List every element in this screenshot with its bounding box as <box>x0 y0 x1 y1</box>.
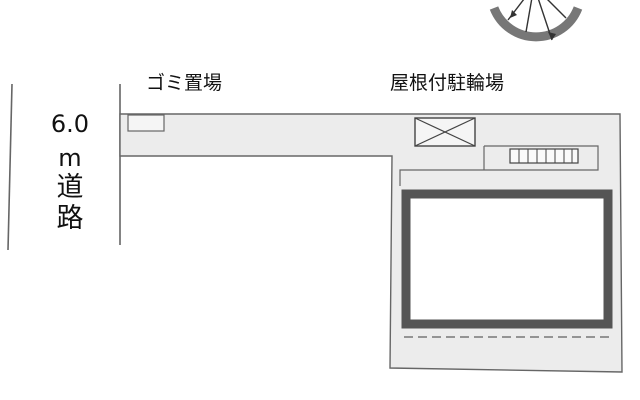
road-char-1: 道 <box>56 172 84 203</box>
road-char-2: 路 <box>56 203 84 234</box>
road-edge-left <box>7 83 13 251</box>
bike-parking-icon <box>414 117 476 147</box>
bike-parking-label: 屋根付駐輪場 <box>390 72 505 94</box>
road-label: 6.0 m 道 路 <box>44 112 96 232</box>
garbage-area-label: ゴミ置場 <box>146 72 223 94</box>
compass-rose-icon <box>489 0 583 42</box>
stair-rack-icon <box>509 148 579 164</box>
road-width: 6.0 <box>50 110 90 138</box>
road-unit: m <box>58 144 82 172</box>
garbage-area <box>127 114 165 132</box>
building <box>401 189 613 329</box>
building-setback-outline <box>399 145 599 186</box>
